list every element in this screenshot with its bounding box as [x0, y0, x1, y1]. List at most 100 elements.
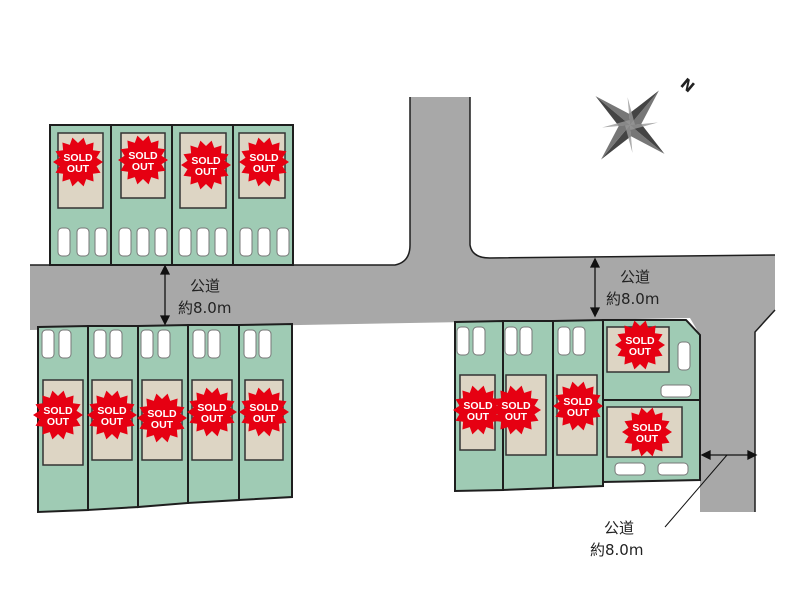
starburst-icon: [118, 135, 168, 185]
car-icon: [519, 326, 533, 356]
car-icon: [140, 329, 154, 359]
badge-text-sold: SOLD: [147, 408, 177, 420]
road-edge: [30, 97, 776, 512]
badge-text-out: OUT: [67, 163, 90, 175]
road-label-south-width: 約8.0m: [590, 541, 643, 559]
badge-text-sold: SOLD: [249, 402, 279, 414]
starburst-icon: [181, 140, 231, 190]
car-icon: [41, 329, 55, 359]
badge-text-out: OUT: [47, 416, 70, 428]
car-icon: [93, 329, 107, 359]
car-icon: [109, 329, 123, 359]
starburst-icon: [53, 137, 103, 187]
badge-text-out: OUT: [253, 413, 276, 425]
car-icon: [614, 462, 646, 476]
starburst-icon: [137, 393, 187, 443]
badge-text-sold: SOLD: [197, 402, 227, 414]
starburst-icon: [622, 407, 672, 457]
badge-text-sold: SOLD: [625, 335, 655, 347]
road-label-east-name: 公道: [620, 268, 650, 286]
car-icon: [677, 341, 691, 371]
badge-text-out: OUT: [101, 416, 124, 428]
road-label-south-name: 公道: [604, 519, 634, 537]
starburst-icon: [87, 390, 137, 440]
car-icon: [57, 227, 71, 257]
road-main: [30, 97, 775, 512]
car-icon: [504, 326, 518, 356]
car-icon: [660, 384, 692, 398]
car-icon: [472, 326, 486, 356]
road-label-east-width: 約8.0m: [606, 290, 659, 308]
car-icon: [178, 227, 192, 257]
badge-text-out: OUT: [132, 161, 155, 173]
car-icon: [196, 227, 210, 257]
car-icon: [136, 227, 150, 257]
starburst-icon: [187, 387, 237, 437]
car-icon: [76, 227, 90, 257]
badge-text-sold: SOLD: [191, 155, 221, 167]
badge-text-out: OUT: [195, 166, 218, 178]
badge-text-sold: SOLD: [501, 400, 531, 412]
badge-text-sold: SOLD: [563, 396, 593, 408]
road-label-west-name: 公道: [190, 277, 220, 295]
dimension-arrows: [159, 257, 758, 528]
road-label-west-width: 約8.0m: [178, 299, 231, 317]
car-icon: [456, 326, 470, 356]
car-icon: [207, 329, 221, 359]
car-icon: [192, 329, 206, 359]
car-icon: [258, 329, 272, 359]
car-icon: [257, 227, 271, 257]
badge-text-out: OUT: [201, 413, 224, 425]
car-icon: [572, 326, 586, 356]
badge-text-out: OUT: [253, 163, 276, 175]
badge-text-out: OUT: [629, 346, 652, 358]
car-icon: [243, 329, 257, 359]
car-icon: [157, 329, 171, 359]
starburst-icon: [615, 320, 665, 370]
badge-text-sold: SOLD: [43, 405, 73, 417]
badge-text-sold: SOLD: [249, 152, 279, 164]
badge-text-out: OUT: [151, 419, 174, 431]
car-icon: [657, 462, 689, 476]
car-icon: [154, 227, 168, 257]
car-icon: [557, 326, 571, 356]
car-icon: [276, 227, 290, 257]
starburst-icon: [33, 390, 83, 440]
starburst-icon: [453, 385, 503, 435]
badge-text-out: OUT: [467, 411, 490, 423]
compass-north-label: N: [677, 74, 698, 96]
starburst-icon: [491, 385, 541, 435]
car-icon: [214, 227, 228, 257]
badge-text-sold: SOLD: [97, 405, 127, 417]
starburst-icon: [239, 137, 289, 187]
badge-text-out: OUT: [505, 411, 528, 423]
car-icon: [239, 227, 253, 257]
badge-text-sold: SOLD: [63, 152, 93, 164]
parking-spaces: [41, 227, 692, 476]
car-icon: [58, 329, 72, 359]
car-icon: [118, 227, 132, 257]
badge-text-sold: SOLD: [632, 422, 662, 434]
roads: [30, 97, 776, 512]
starburst-icon: [239, 387, 289, 437]
badge-text-out: OUT: [567, 407, 590, 419]
badge-text-sold: SOLD: [128, 150, 158, 162]
car-icon: [94, 227, 108, 257]
